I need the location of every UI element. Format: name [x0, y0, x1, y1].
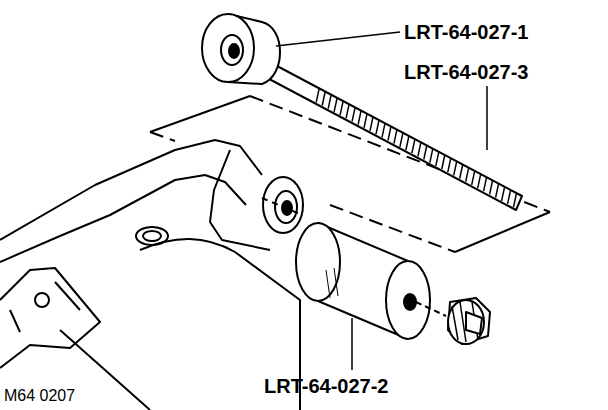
bush-eye: [263, 177, 303, 233]
arm-inner-edge: [0, 175, 246, 262]
part-number: LRT-64-027-2: [264, 376, 389, 396]
leader-line: [351, 318, 353, 370]
figure-number: M64 0207: [4, 388, 75, 404]
axis-line: [262, 198, 300, 214]
arm-outline: [0, 140, 262, 240]
arm-hole: [136, 227, 168, 245]
plane-edge: [150, 96, 250, 132]
bracket-hole: [35, 293, 49, 307]
bush: [275, 191, 297, 223]
part-number: LRT-64-027-3: [404, 62, 529, 82]
spacer-hole: [221, 35, 243, 65]
plane-edge: [455, 212, 550, 252]
leader-line: [486, 86, 488, 150]
axis-line: [416, 302, 446, 316]
spacer-face: [202, 14, 254, 82]
nut-flange: [448, 300, 484, 344]
arm-flange: [210, 150, 270, 250]
spacer-bore: [229, 44, 239, 58]
arm-hole-inner: [143, 231, 161, 241]
part-number: LRT-64-027-1: [404, 22, 529, 42]
bracket: [0, 268, 100, 368]
leader-line: [276, 32, 400, 46]
nut: [448, 298, 490, 344]
cup-end: [296, 223, 340, 301]
cup-shading: [326, 268, 338, 298]
cup-hole: [404, 294, 416, 310]
bracket-detail: [10, 282, 80, 332]
nut-hex: [466, 312, 482, 334]
cup-end: [386, 261, 430, 339]
